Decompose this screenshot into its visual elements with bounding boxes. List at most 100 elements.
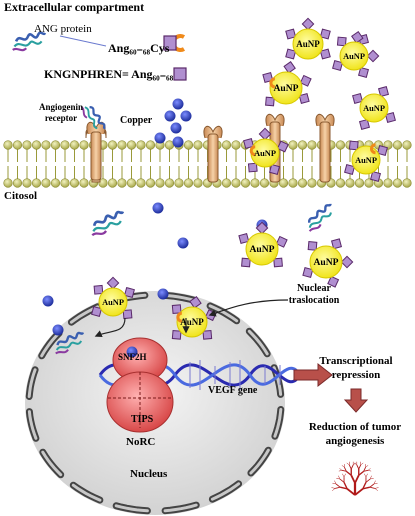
cys-icon — [249, 145, 256, 157]
cys-icon — [269, 77, 276, 89]
transcriptional-line2: repression — [331, 369, 381, 381]
aunp-particle: AuNP — [302, 238, 354, 288]
peptide-icon — [302, 266, 314, 279]
membrane-bead — [240, 178, 251, 188]
peptide-icon — [357, 66, 370, 78]
peptide-icon — [255, 221, 269, 235]
membrane-bead — [231, 140, 241, 150]
membrane-bead — [79, 140, 89, 150]
aunp-core — [309, 245, 343, 279]
peptide-icon — [268, 163, 281, 175]
aunp-label: AuNP — [102, 298, 124, 307]
aunp-particle: AuNP — [262, 61, 312, 107]
membrane-bead — [79, 178, 89, 188]
vegf-gene-label: VEGF gene — [208, 385, 258, 396]
snf2h-label: SNF2H — [118, 352, 147, 362]
membrane-bead — [402, 140, 412, 150]
membrane-bead — [250, 178, 260, 188]
aunp-particle: AuNP — [344, 140, 388, 182]
angiogenin-receptor-line2: receptor — [44, 113, 78, 123]
membrane-bead — [50, 140, 61, 150]
peptide-icon — [299, 74, 312, 87]
membrane-bead — [335, 140, 346, 150]
peptide-icon — [298, 92, 310, 105]
receptor-4 — [315, 113, 335, 183]
copper-label: Copper — [120, 115, 153, 126]
norc-complex — [106, 337, 174, 433]
membrane-bead — [335, 178, 346, 188]
membrane-bead — [107, 140, 118, 150]
membrane-bead — [117, 178, 127, 188]
membrane-bead — [60, 178, 70, 188]
aunp-particle: AuNP — [91, 276, 135, 320]
membrane-bead — [126, 178, 137, 188]
transcriptional-repression-label: Transcriptional repression — [300, 354, 412, 382]
copper-ion — [180, 110, 192, 122]
membrane-bead — [41, 140, 51, 150]
aunp-core — [269, 71, 303, 105]
ang-protein-icon — [91, 210, 125, 237]
aunp-label: AuNP — [254, 149, 276, 158]
transcriptional-line1: Transcriptional — [319, 355, 393, 367]
ang-protein-icon — [12, 31, 47, 52]
copper-ion — [177, 237, 189, 249]
aunp-particle: AuNP — [332, 31, 380, 78]
peptide-icon — [358, 118, 371, 130]
membrane-bead — [392, 140, 403, 150]
aunp-core — [245, 232, 279, 266]
nuclear-translocation-label: Nuclear traslocation — [282, 283, 346, 307]
peptide-icon — [384, 111, 396, 124]
tips-label: TIPS — [131, 414, 154, 425]
peptide-icon — [275, 235, 288, 248]
membrane-bead — [31, 140, 42, 150]
aunp-label: AuNP — [296, 39, 320, 49]
copper-ion — [126, 346, 138, 358]
membrane-bead — [69, 178, 80, 188]
copper-ion — [42, 295, 54, 307]
membrane-bead — [145, 178, 156, 188]
membrane-bead — [22, 140, 32, 150]
copper-ion — [154, 132, 166, 144]
membrane-bead — [126, 140, 137, 150]
peptide-icon — [189, 296, 202, 309]
membrane-bead — [183, 140, 194, 150]
peptide-icon — [258, 127, 272, 141]
ang-proteins — [12, 31, 332, 355]
peptide-icon — [319, 28, 331, 40]
ang-protein-icon — [55, 331, 85, 355]
peptide-icon — [285, 48, 297, 60]
peptide-icon — [319, 48, 331, 60]
membrane-bead — [307, 140, 317, 150]
ang-cys-label: Ang₆₀₋₆₈Cys — [108, 41, 170, 55]
nucleus-label: Nucleus — [130, 468, 168, 480]
membrane-bead — [278, 178, 289, 188]
aunp-label: AuNP — [343, 52, 365, 61]
membrane-bead — [221, 140, 232, 150]
angiogenin-receptor-label: Angiogenin receptor — [26, 102, 96, 124]
membrane-bead — [183, 178, 194, 188]
aunp-particle: AuNP — [238, 221, 288, 268]
peptide-icon — [327, 275, 340, 288]
legend-peptide-icon — [173, 67, 187, 81]
aunp-label: AuNP — [355, 156, 377, 165]
copper-ion — [172, 98, 184, 110]
membrane-bead — [392, 178, 403, 188]
peptide-icon — [265, 96, 275, 107]
citosol-label: Citosol — [4, 190, 37, 202]
legend-cys-icon — [163, 34, 186, 52]
peptide-icon — [171, 304, 182, 315]
membrane-bead — [136, 178, 146, 188]
peptide-icon — [283, 61, 296, 74]
peptide-icon — [243, 137, 255, 150]
peptide-icon — [307, 241, 318, 251]
membrane-bead — [231, 178, 241, 188]
peptide-icon — [366, 49, 380, 63]
peptide-icon — [351, 31, 364, 44]
membrane-bead — [50, 178, 61, 188]
membrane-bead — [136, 140, 146, 150]
aunp-label: AuNP — [249, 244, 274, 255]
membrane-bead — [174, 178, 184, 188]
membrane-bead — [69, 140, 80, 150]
aunp-core — [339, 41, 369, 71]
